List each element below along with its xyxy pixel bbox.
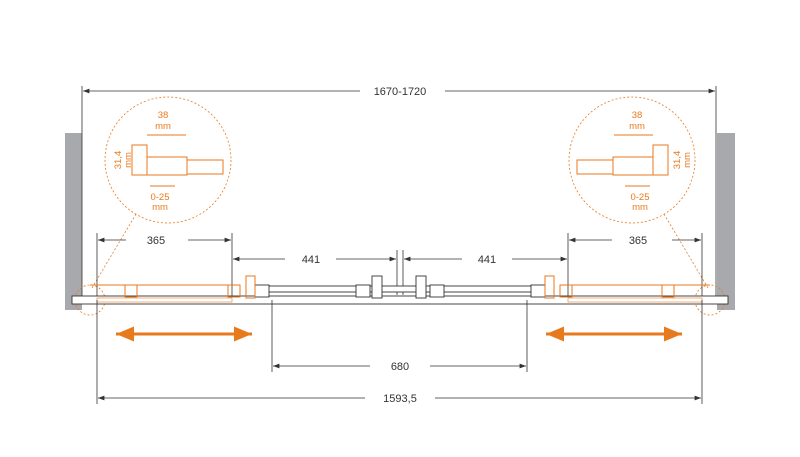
svg-text:mm: mm (632, 202, 648, 213)
detail-left: 38 mm 31,4 mm 0-25 mm (74, 96, 232, 316)
svg-text:mm: mm (123, 152, 134, 168)
svg-text:0-25: 0-25 (150, 192, 169, 203)
track-assembly (71, 275, 729, 305)
svg-text:680: 680 (391, 361, 409, 373)
svg-text:mm: mm (682, 152, 693, 168)
total-width-label: 1670-1720 (374, 86, 427, 98)
svg-text:0-25: 0-25 (630, 192, 649, 203)
svg-text:mm: mm (155, 121, 171, 132)
svg-text:441: 441 (302, 254, 320, 266)
svg-text:38: 38 (632, 110, 643, 121)
detail-right: 38 mm 31,4 mm 0-25 mm (568, 96, 726, 316)
svg-text:38: 38 (158, 110, 169, 121)
svg-text:31,4: 31,4 (113, 151, 124, 170)
svg-text:365: 365 (629, 235, 647, 247)
svg-text:mm: mm (152, 202, 168, 213)
right-wall (717, 133, 735, 310)
svg-text:31,4: 31,4 (672, 151, 683, 170)
dimension-opening: 680 (271, 300, 528, 373)
dimension-total: 1670-1720 (81, 86, 717, 300)
svg-text:1593,5: 1593,5 (383, 393, 417, 405)
svg-text:mm: mm (629, 121, 645, 132)
dimension-bottom: 1593,5 (96, 300, 703, 405)
left-wall (65, 133, 82, 310)
svg-text:365: 365 (147, 235, 165, 247)
svg-text:441: 441 (478, 254, 496, 266)
